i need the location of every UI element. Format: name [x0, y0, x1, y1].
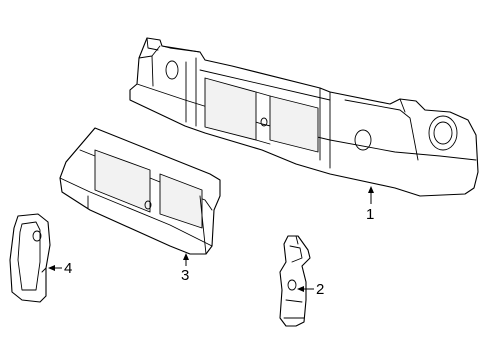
part-side-bracket [279, 235, 311, 327]
part-center-panel [59, 127, 221, 255]
part-radiator-support [129, 37, 479, 197]
callout-label-4: 4 [64, 260, 72, 277]
part-side-deflector [9, 213, 51, 303]
callout-1: 1 [366, 186, 374, 223]
callout-label-3: 3 [181, 267, 189, 284]
callout-label-2: 2 [316, 281, 324, 298]
callout-3: 3 [181, 253, 189, 284]
callout-label-1: 1 [366, 206, 374, 223]
callout-2: 2 [297, 281, 324, 298]
callout-4: 4 [48, 260, 72, 277]
